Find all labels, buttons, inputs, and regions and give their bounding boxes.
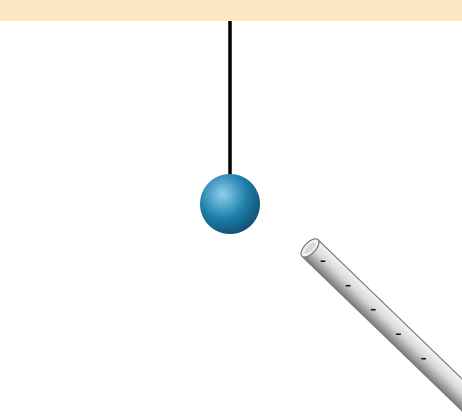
pendulum-ball (200, 174, 260, 234)
rod-body (301, 239, 462, 417)
negative-charge-symbol: – (395, 326, 401, 340)
negative-charge-symbol: – (345, 278, 351, 292)
charged-rod: – – – – – (300, 238, 462, 417)
negative-charge-symbol: – (320, 254, 326, 268)
rod-end-opening (304, 242, 316, 254)
negative-charge-symbol: – (421, 351, 427, 365)
negative-charge-symbol: – (370, 302, 376, 316)
ceiling-support (0, 0, 462, 21)
